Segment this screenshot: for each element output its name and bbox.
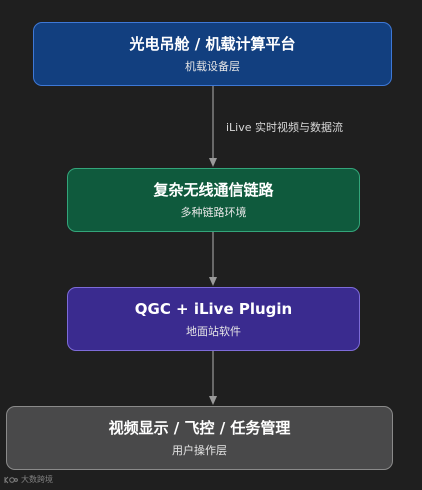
hardware-layer-subtitle: 机载设备层	[185, 59, 240, 73]
edge-label-video-data-stream: iLive 实时视频与数据流	[226, 121, 344, 134]
ground-station-layer-box: QGC + iLive Plugin 地面站软件	[67, 287, 360, 351]
user-layer-box: 视频显示 / 飞控 / 任务管理 用户操作层	[6, 406, 393, 470]
comm-link-layer-box: 复杂无线通信链路 多种链路环境	[67, 168, 360, 232]
hardware-layer-title: 光电吊舱 / 机载计算平台	[129, 34, 296, 53]
arrow-ground-to-user	[209, 351, 217, 405]
ground-station-layer-title: QGC + iLive Plugin	[134, 299, 293, 318]
hardware-layer-box: 光电吊舱 / 机载计算平台 机载设备层	[33, 22, 392, 86]
watermark: 大数跨境	[4, 474, 53, 485]
user-layer-title: 视频显示 / 飞控 / 任务管理	[108, 418, 291, 437]
ground-station-layer-subtitle: 地面站软件	[186, 324, 241, 338]
arrow-comm-to-ground	[209, 232, 217, 286]
watermark-text: 大数跨境	[21, 475, 53, 484]
comm-link-layer-subtitle: 多种链路环境	[180, 205, 247, 219]
comm-link-layer-title: 复杂无线通信链路	[153, 180, 274, 199]
brand-logo-icon	[4, 476, 18, 483]
user-layer-subtitle: 用户操作层	[172, 443, 227, 457]
arrow-hardware-to-comm	[209, 86, 217, 167]
